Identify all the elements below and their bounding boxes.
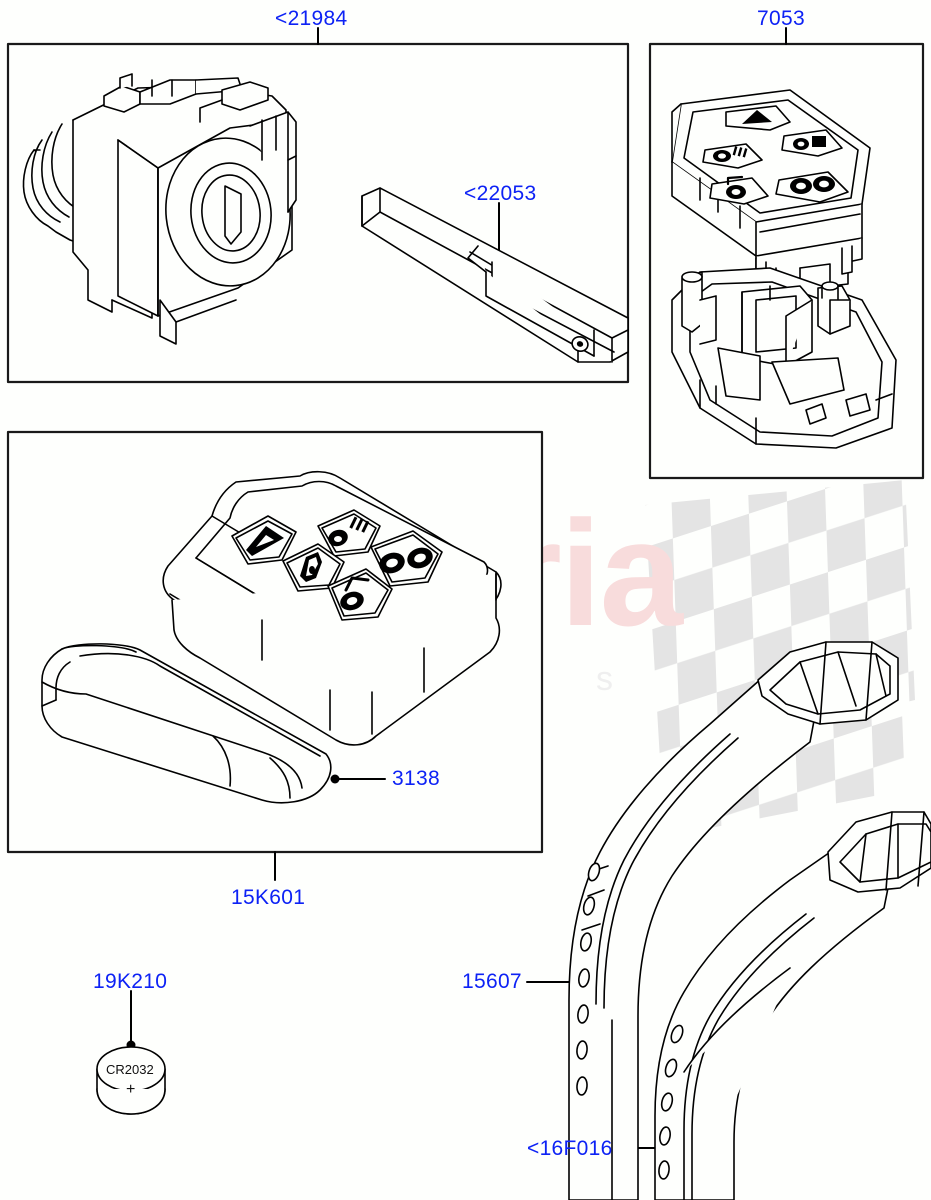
emergency-key-blade-cover <box>41 643 332 804</box>
lock-keyway <box>224 185 242 245</box>
leader-dot-3138 <box>330 774 340 784</box>
key-blade <box>361 187 629 363</box>
label-16F016: <16F016 <box>527 1137 613 1160</box>
seat-belt-assembly-lower <box>654 811 931 1200</box>
lock-cylinder-assembly <box>22 73 297 345</box>
seat-belt-assembly-upper <box>568 641 899 1200</box>
label-7053: 7053 <box>757 7 805 30</box>
battery-type-text: CR2032 <box>106 1062 154 1077</box>
remote-transmitter-housing <box>671 267 897 449</box>
remote-headlamp-button <box>702 143 763 169</box>
label-15K601: 15K601 <box>231 886 306 909</box>
label-19K210: 19K210 <box>93 970 168 993</box>
label-22053: <22053 <box>464 182 537 205</box>
coin-battery <box>96 1046 166 1115</box>
smart-key-fob <box>162 470 502 746</box>
label-15607: 15607 <box>462 970 522 993</box>
label-21984: <21984 <box>275 7 348 30</box>
triangle-hazard-icon <box>742 110 772 124</box>
label-3138: 3138 <box>392 767 440 790</box>
battery-polarity-text: + <box>126 1081 136 1098</box>
